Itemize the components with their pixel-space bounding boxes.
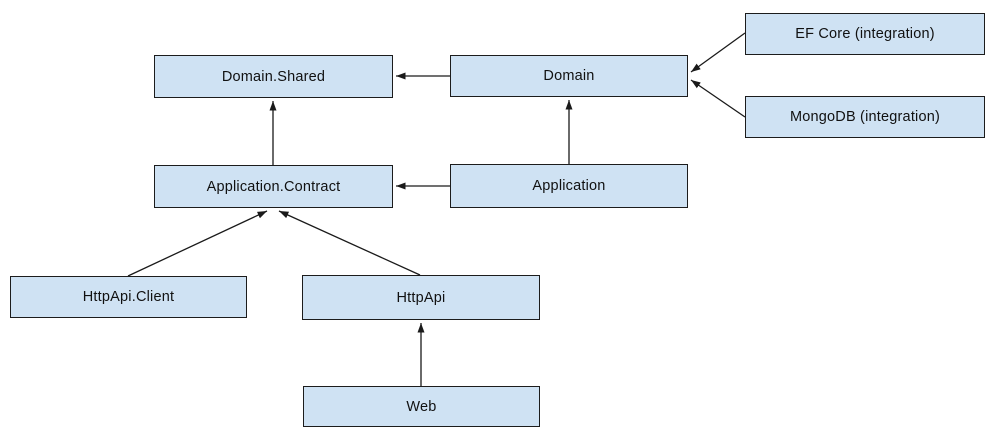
node-application: Application: [450, 164, 688, 208]
node-mongodb-integration: MongoDB (integration): [745, 96, 985, 138]
node-domain: Domain: [450, 55, 688, 97]
edge-mongodb-to-domain: [690, 79, 746, 118]
node-web: Web: [303, 386, 540, 427]
node-label: HttpApi.Client: [82, 289, 175, 305]
node-label: Domain: [543, 68, 595, 84]
edge-httpapi-client-to-application-contract: [127, 210, 268, 277]
node-application-contract: Application.Contract: [154, 165, 393, 208]
node-httpapi: HttpApi: [302, 275, 540, 320]
node-domain-shared: Domain.Shared: [154, 55, 393, 98]
node-label: MongoDB (integration): [789, 109, 941, 125]
node-label: EF Core (integration): [795, 26, 935, 42]
node-label: Application.Contract: [206, 178, 341, 195]
node-ef-core-integration: EF Core (integration): [745, 13, 985, 55]
node-label: Web: [406, 398, 437, 415]
edge-ef-core-to-domain: [690, 32, 746, 73]
node-label: Application: [532, 178, 606, 194]
edge-httpapi-to-application-contract: [278, 210, 421, 276]
node-httpapi-client: HttpApi.Client: [10, 276, 247, 318]
node-label: HttpApi: [396, 289, 446, 306]
node-label: Domain.Shared: [221, 68, 326, 85]
